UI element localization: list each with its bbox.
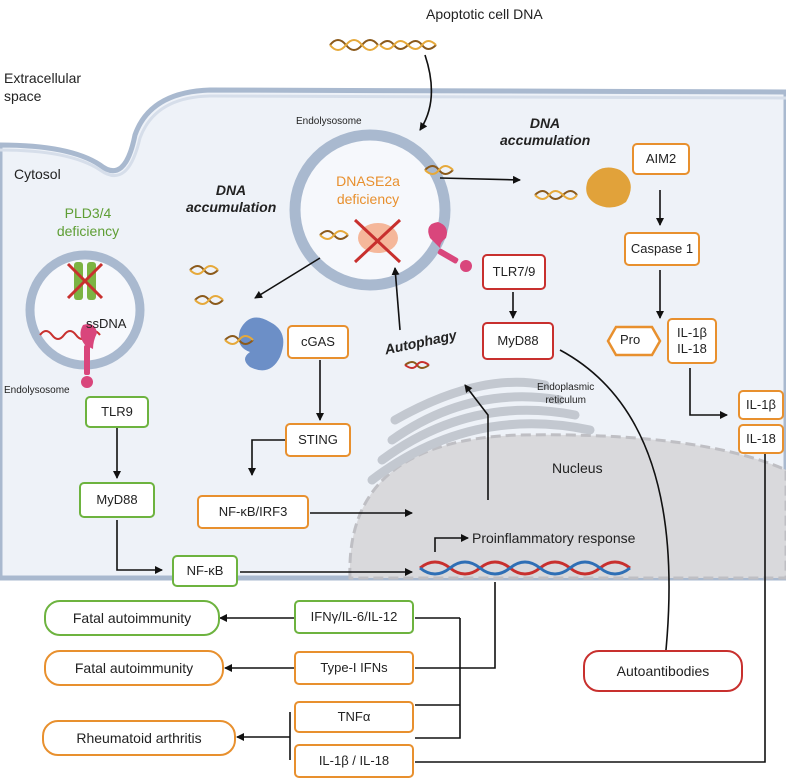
il1b-out-box: IL-1β <box>738 390 784 420</box>
pld-protein-icon <box>66 262 104 300</box>
caspase1-box: Caspase 1 <box>624 232 700 266</box>
endolysosome-left-label: Endolysosome <box>4 385 70 396</box>
dna-helix-icons <box>189 39 578 369</box>
tnfa-box: TNFα <box>294 701 414 733</box>
tlr79-receptor-icon <box>428 222 472 272</box>
tlr9-box: TLR9 <box>85 396 149 428</box>
tlr9-receptor-icon <box>80 324 97 388</box>
aim2-box: AIM2 <box>632 143 690 175</box>
autoantibodies: Autoantibodies <box>583 650 743 692</box>
space-label: space <box>4 88 42 104</box>
cgas-box: cGAS <box>287 325 349 359</box>
endoplasmic-reticulum <box>367 377 595 485</box>
cgas-icon <box>238 317 284 371</box>
ifng-il6-il12-box: IFNγ/IL-6/IL-12 <box>294 600 414 634</box>
il1b-il18-bottom-box: IL-1β / IL-18 <box>294 744 414 778</box>
ssdna-label: ssDNA <box>86 316 127 331</box>
aim2-icon <box>586 167 631 208</box>
fatal-autoimmunity-green: Fatal autoimmunity <box>44 600 220 636</box>
tlr79-box: TLR7/9 <box>482 254 546 290</box>
nucleus-label: Nucleus <box>552 460 603 476</box>
apoptotic-dna-label: Apoptotic cell DNA <box>426 6 543 22</box>
pathway-arrows <box>113 54 766 763</box>
endolysosome-top-label: Endolysosome <box>296 116 362 127</box>
type1-ifns-box: Type-I IFNs <box>294 651 414 685</box>
genomic-dna-icon <box>419 560 631 576</box>
extracellular-label: Extracellular <box>4 70 82 86</box>
nfkb-box: NF-κB <box>172 555 238 587</box>
endolysosome-top <box>289 129 451 291</box>
pro-hexagon <box>606 325 662 357</box>
proinflammatory-label: Proinflammatory response <box>472 530 636 546</box>
myd88-red-box: MyD88 <box>482 322 554 360</box>
pro-label: Pro <box>620 332 641 347</box>
sting-box: STING <box>285 423 351 457</box>
nfkb-irf3-box: NF-κB/IRF3 <box>197 495 309 529</box>
cytosol-label: Cytosol <box>14 166 61 182</box>
fatal-autoimmunity-orange: Fatal autoimmunity <box>44 650 224 686</box>
nucleus-shape <box>348 433 786 580</box>
myd88-green-box: MyD88 <box>79 482 155 518</box>
rheumatoid-arthritis: Rheumatoid arthritis <box>42 720 236 756</box>
dnase2a-enzyme-icon <box>353 218 402 264</box>
il18-out-box: IL-18 <box>738 424 784 454</box>
